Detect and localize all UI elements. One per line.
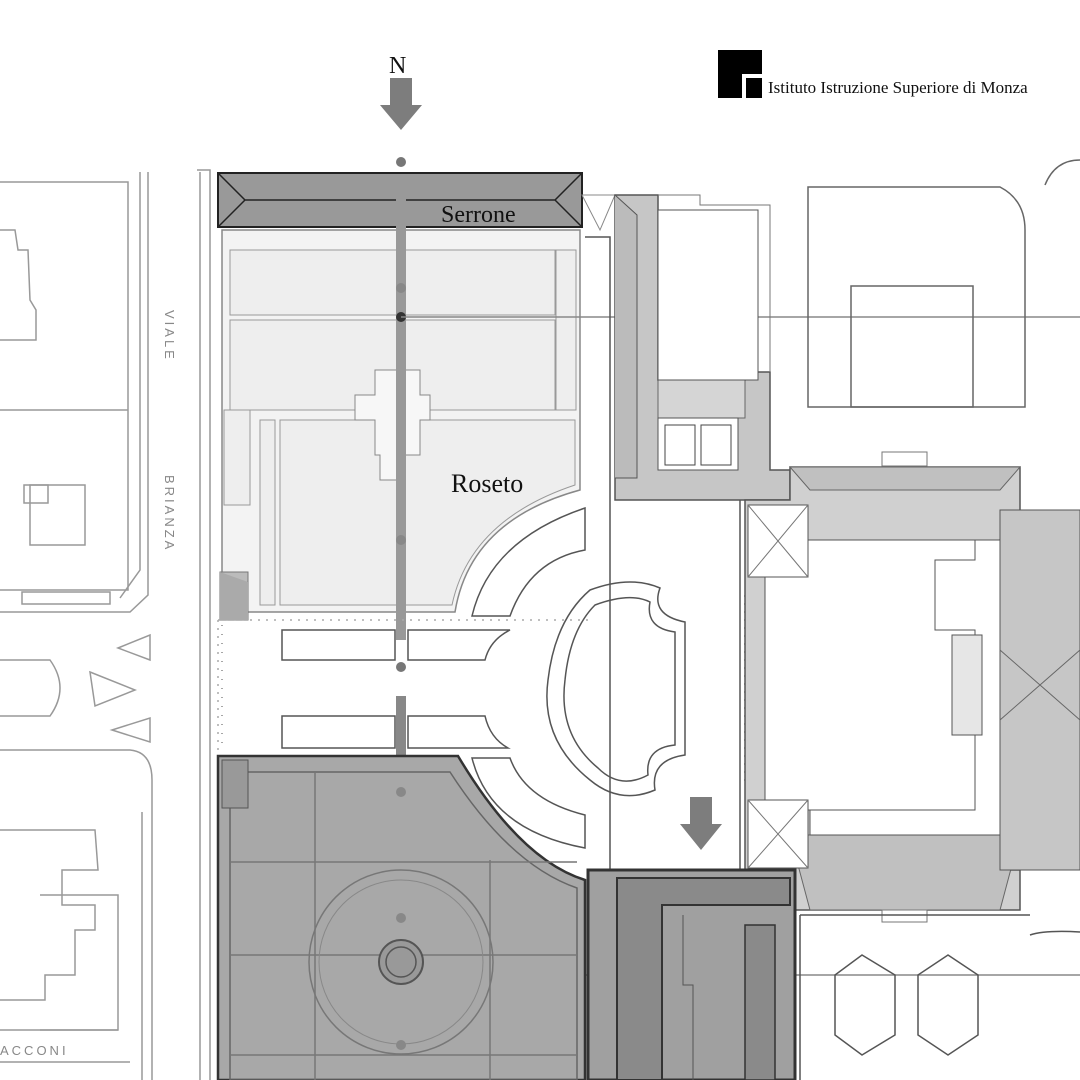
institute-header: Istituto Istruzione Superiore di Monza bbox=[718, 48, 1028, 98]
north-arrow: N bbox=[380, 53, 422, 130]
central-courtyard bbox=[546, 236, 746, 870]
northeast-blocks bbox=[807, 159, 1080, 408]
street-label-brianza: BRIANZA bbox=[162, 475, 177, 552]
street-labels: VIALE BRIANZA ACCONI bbox=[0, 310, 177, 1058]
street-label-viale: VIALE bbox=[162, 310, 177, 362]
left-city-blocks bbox=[0, 169, 211, 1080]
institute-name: Istituto Istruzione Superiore di Monza bbox=[768, 78, 1028, 97]
southern-building bbox=[586, 868, 797, 1080]
north-label: N bbox=[389, 53, 406, 79]
label-serrone: Serrone bbox=[441, 202, 516, 228]
serrone-building bbox=[217, 172, 616, 232]
institute-logo-icon bbox=[718, 50, 762, 98]
entrance-arrow-icon bbox=[680, 797, 722, 850]
villa-main-building bbox=[744, 451, 1080, 923]
garden-hexagons bbox=[799, 914, 1080, 1080]
southern-garden bbox=[216, 754, 587, 1080]
street-label-bottom-left: ACCONI bbox=[0, 1043, 69, 1058]
label-roseto: Roseto bbox=[451, 469, 523, 498]
east-wing-north bbox=[614, 194, 791, 501]
garden-paths bbox=[217, 506, 590, 849]
